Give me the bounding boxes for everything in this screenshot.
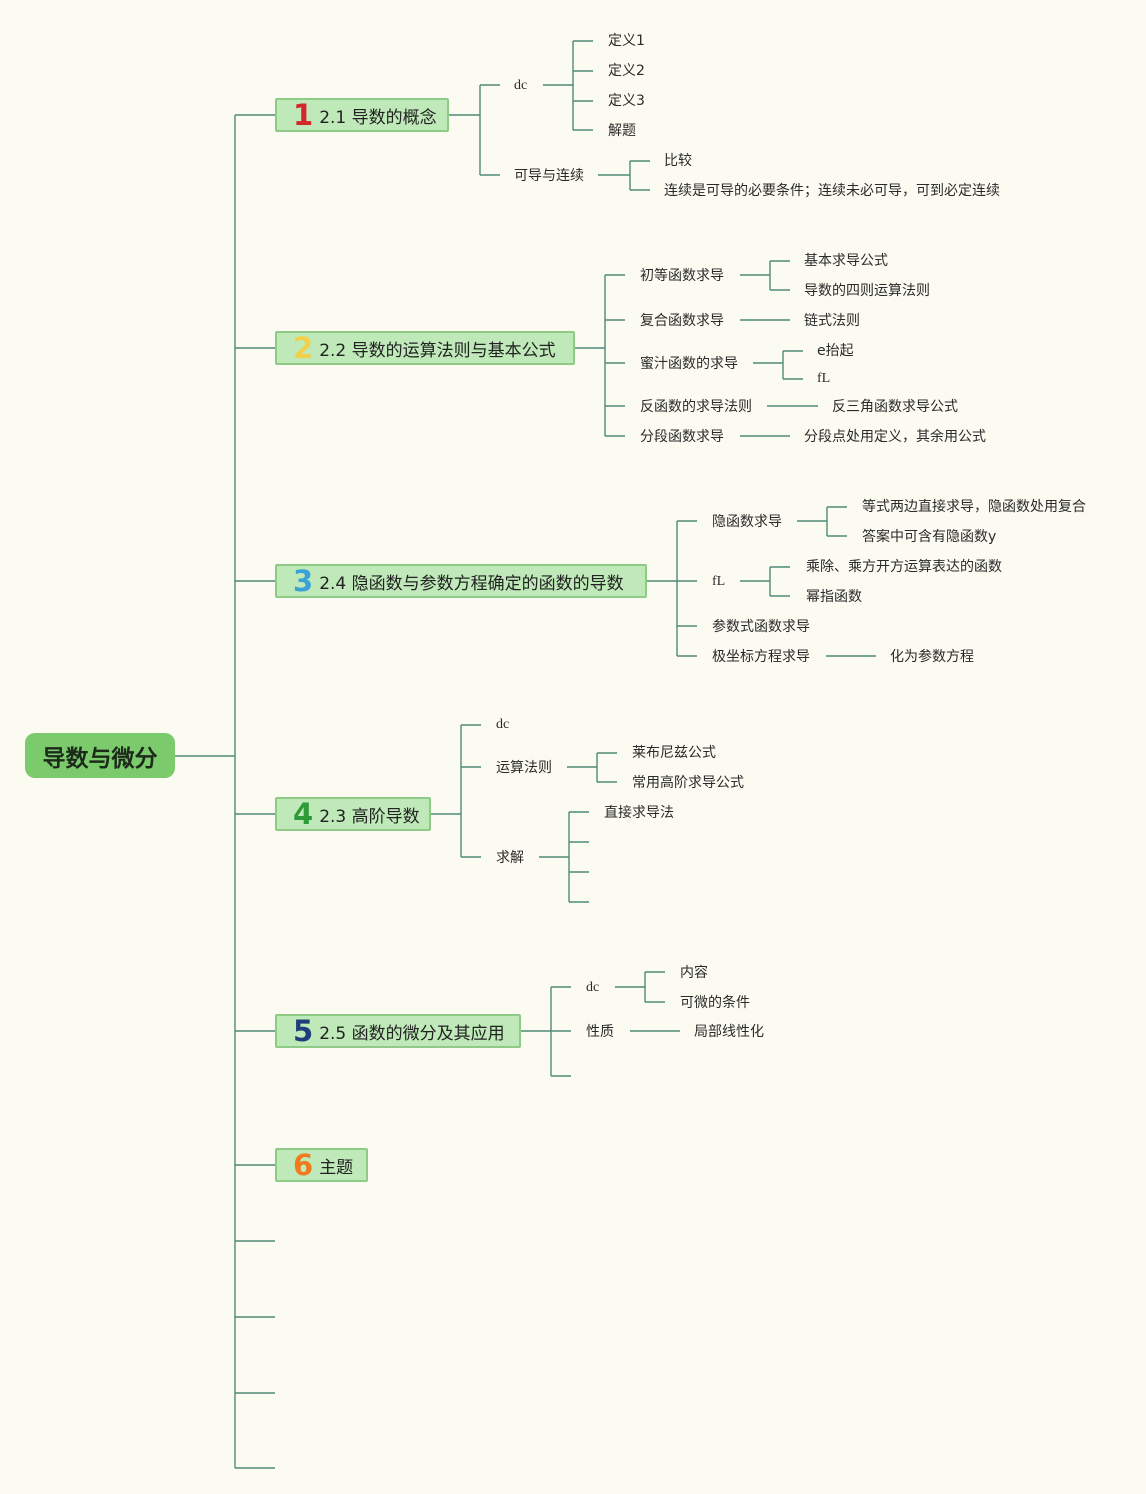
b4-ys-item-1[interactable]: 莱布尼兹公式	[632, 745, 716, 761]
number-2-icon: 2	[293, 330, 314, 365]
b4-qj[interactable]: 求解	[496, 850, 524, 866]
b1-dc-item-1[interactable]: 定义1	[608, 33, 645, 49]
b2-cd-item-2[interactable]: 导数的四则运算法则	[804, 283, 930, 299]
b2-mz-item-2[interactable]: fL	[817, 371, 831, 386]
b1-kd-item-2[interactable]: 连续是可导的必要条件；连续未必可导，可到必定连续	[664, 183, 1000, 199]
branch-1[interactable]: 1 2.1 导数的概念	[275, 98, 449, 132]
branch-3-label: 2.4 隐函数与参数方程确定的函数的导数	[319, 573, 624, 594]
b2-fhs[interactable]: 反函数的求导法则	[640, 399, 752, 415]
b4-ys-item-2[interactable]: 常用高阶求导公式	[632, 775, 744, 791]
b3-fl[interactable]: fL	[712, 574, 726, 589]
branch-3[interactable]: 3 2.4 隐函数与参数方程确定的函数的导数	[275, 564, 647, 598]
b2-cd-item-1[interactable]: 基本求导公式	[804, 253, 888, 269]
b2-fh-item[interactable]: 链式法则	[804, 313, 860, 329]
branch-5-label: 2.5 函数的微分及其应用	[319, 1023, 505, 1044]
b1-dc[interactable]: dc	[514, 78, 528, 93]
branch-5[interactable]: 5 2.5 函数的微分及其应用	[275, 1014, 521, 1048]
b3-fl-item-2[interactable]: 幂指函数	[806, 589, 862, 605]
branch-1-label: 2.1 导数的概念	[319, 107, 437, 128]
branch-6[interactable]: 6 主题	[275, 1148, 368, 1182]
b4-ys[interactable]: 运算法则	[496, 760, 552, 776]
number-4-icon: 4	[293, 796, 314, 831]
b4-qj-item[interactable]: 直接求导法	[604, 805, 674, 821]
b3-yh-item-2[interactable]: 答案中可含有隐函数y	[862, 529, 997, 545]
b5-dc-item-2[interactable]: 可微的条件	[680, 995, 750, 1011]
branch-4[interactable]: 4 2.3 高阶导数	[275, 797, 431, 831]
b3-cs[interactable]: 参数式函数求导	[712, 619, 810, 635]
b2-mz-item-1[interactable]: e抬起	[817, 343, 854, 359]
root-node[interactable]: 导数与微分	[25, 733, 175, 778]
b3-jzb[interactable]: 极坐标方程求导	[712, 649, 810, 665]
number-5-icon: 5	[293, 1013, 314, 1048]
number-3-icon: 3	[293, 563, 314, 598]
b2-fhs-item[interactable]: 反三角函数求导公式	[832, 399, 958, 415]
branch-2[interactable]: 2 2.2 导数的运算法则与基本公式	[275, 331, 575, 365]
b1-kd[interactable]: 可导与连续	[514, 168, 584, 184]
b1-dc-item-3[interactable]: 定义3	[608, 93, 645, 109]
b1-dc-item-2[interactable]: 定义2	[608, 63, 645, 79]
branch-4-label: 2.3 高阶导数	[319, 806, 420, 827]
number-1-icon: 1	[293, 97, 314, 132]
b3-yh-item-1[interactable]: 等式两边直接求导，隐函数处用复合	[862, 499, 1086, 515]
b2-fh[interactable]: 复合函数求导	[640, 313, 724, 329]
b3-jzb-item[interactable]: 化为参数方程	[890, 649, 974, 665]
b5-xz[interactable]: 性质	[586, 1024, 614, 1040]
number-6-icon: 6	[293, 1147, 314, 1182]
b2-fd[interactable]: 分段函数求导	[640, 429, 724, 445]
branch-6-label: 主题	[319, 1157, 354, 1178]
b4-dc[interactable]: dc	[496, 717, 510, 732]
b5-xz-item[interactable]: 局部线性化	[694, 1024, 764, 1040]
b5-dc[interactable]: dc	[586, 980, 600, 995]
branch-2-label: 2.2 导数的运算法则与基本公式	[319, 340, 556, 361]
b2-fd-item[interactable]: 分段点处用定义，其余用公式	[804, 429, 986, 445]
b3-yh[interactable]: 隐函数求导	[712, 514, 782, 530]
b1-dc-item-4[interactable]: 解题	[608, 123, 636, 139]
b5-dc-item-1[interactable]: 内容	[680, 965, 708, 981]
b1-kd-item-1[interactable]: 比较	[664, 153, 692, 169]
b2-cd[interactable]: 初等函数求导	[640, 268, 724, 284]
b3-fl-item-1[interactable]: 乘除、乘方开方运算表达的函数	[806, 559, 1002, 575]
b2-mz[interactable]: 蜜汁函数的求导	[640, 356, 738, 372]
